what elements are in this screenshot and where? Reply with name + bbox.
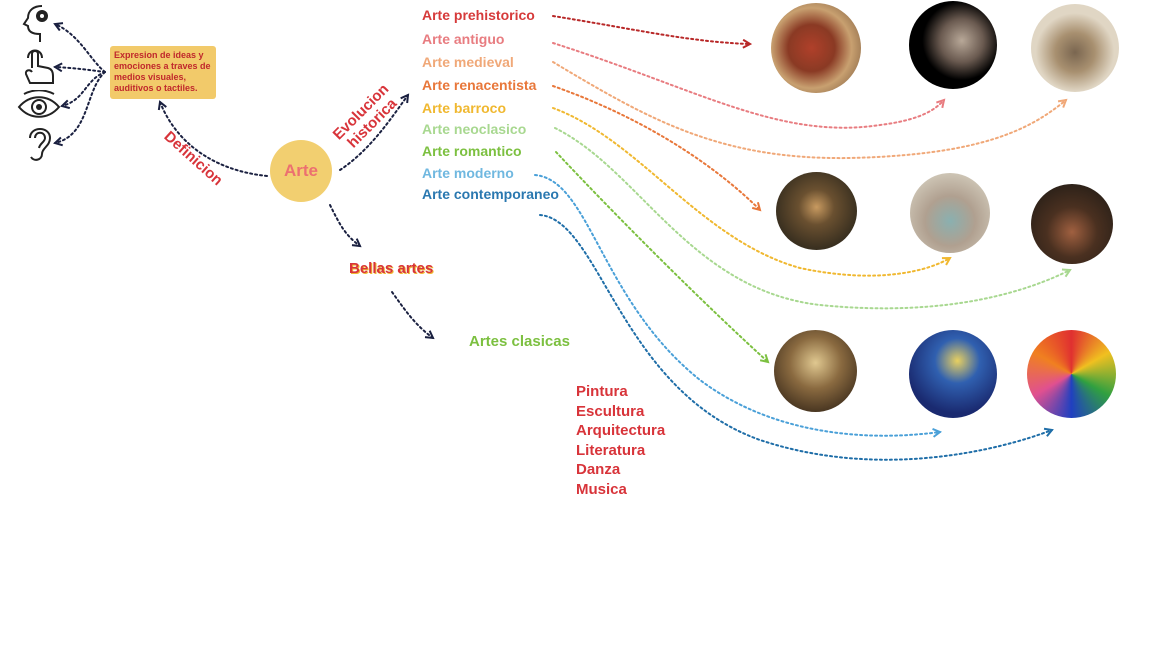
link-romantico — [555, 151, 770, 364]
artwork-neoclassic-painting — [1031, 184, 1113, 264]
eye-icon — [17, 90, 61, 118]
link-classical — [391, 291, 435, 340]
era-label: Arte prehistorico — [422, 7, 535, 23]
definition-text-box: Expresion de ideas y emociones a traves … — [110, 46, 216, 99]
link-prehistorico — [552, 15, 753, 49]
link-contemporaneo — [539, 214, 1054, 461]
fine-arts-list: Pintura Escultura Arquitectura Literatur… — [576, 382, 665, 500]
artes-clasicas-label: Artes clasicas — [469, 333, 570, 350]
era-label: Arte renacentista — [422, 77, 537, 93]
artwork-medieval-statue — [1031, 4, 1119, 92]
era-label: Arte neoclasico — [422, 121, 527, 137]
link-moderno — [534, 174, 942, 438]
fine-art-item: Arquitectura — [576, 422, 666, 440]
link-barroco — [552, 107, 952, 277]
fine-art-item: Pintura — [576, 383, 628, 400]
head-gear-icon — [22, 5, 48, 42]
era-label: Arte contemporaneo — [422, 186, 559, 202]
fine-art-item: Literatura — [576, 441, 646, 459]
era-label: Arte antiguo — [422, 31, 505, 47]
link-definition — [157, 100, 268, 177]
artwork-renaissance-mona-lisa — [776, 172, 857, 250]
link-icon-eye — [60, 71, 106, 110]
central-node-arte: Arte — [270, 140, 332, 202]
artwork-romantic-liberty — [774, 330, 857, 412]
era-label: Arte romantico — [422, 143, 522, 159]
link-fine-arts — [329, 204, 362, 248]
link-neoclasico — [554, 127, 1072, 310]
link-icon-head — [53, 22, 106, 73]
link-icon-hand — [52, 62, 106, 73]
link-antiguo — [552, 42, 946, 129]
link-icon-ear — [53, 71, 106, 147]
link-medieval — [552, 61, 1068, 160]
link-evolution — [339, 93, 410, 171]
ear-icon — [29, 128, 52, 161]
era-label: Arte barroco — [422, 100, 507, 116]
artwork-contemporary-colorful — [1027, 330, 1116, 418]
artwork-antique-bust — [909, 1, 997, 89]
touch-hand-icon — [24, 49, 54, 84]
era-label: Arte moderno — [422, 165, 514, 181]
artwork-modern-starry-night — [909, 330, 997, 418]
link-renacentista — [552, 85, 762, 212]
fine-art-item: Musica — [576, 480, 627, 498]
fine-art-item: Danza — [576, 461, 621, 479]
branch-label-bellas-artes: Bellas artes — [349, 260, 434, 277]
era-label: Arte medieval — [422, 54, 514, 70]
fine-art-item: Escultura — [576, 402, 645, 420]
artwork-prehistoric-bison — [771, 3, 861, 93]
artwork-baroque-fountain — [910, 173, 990, 253]
